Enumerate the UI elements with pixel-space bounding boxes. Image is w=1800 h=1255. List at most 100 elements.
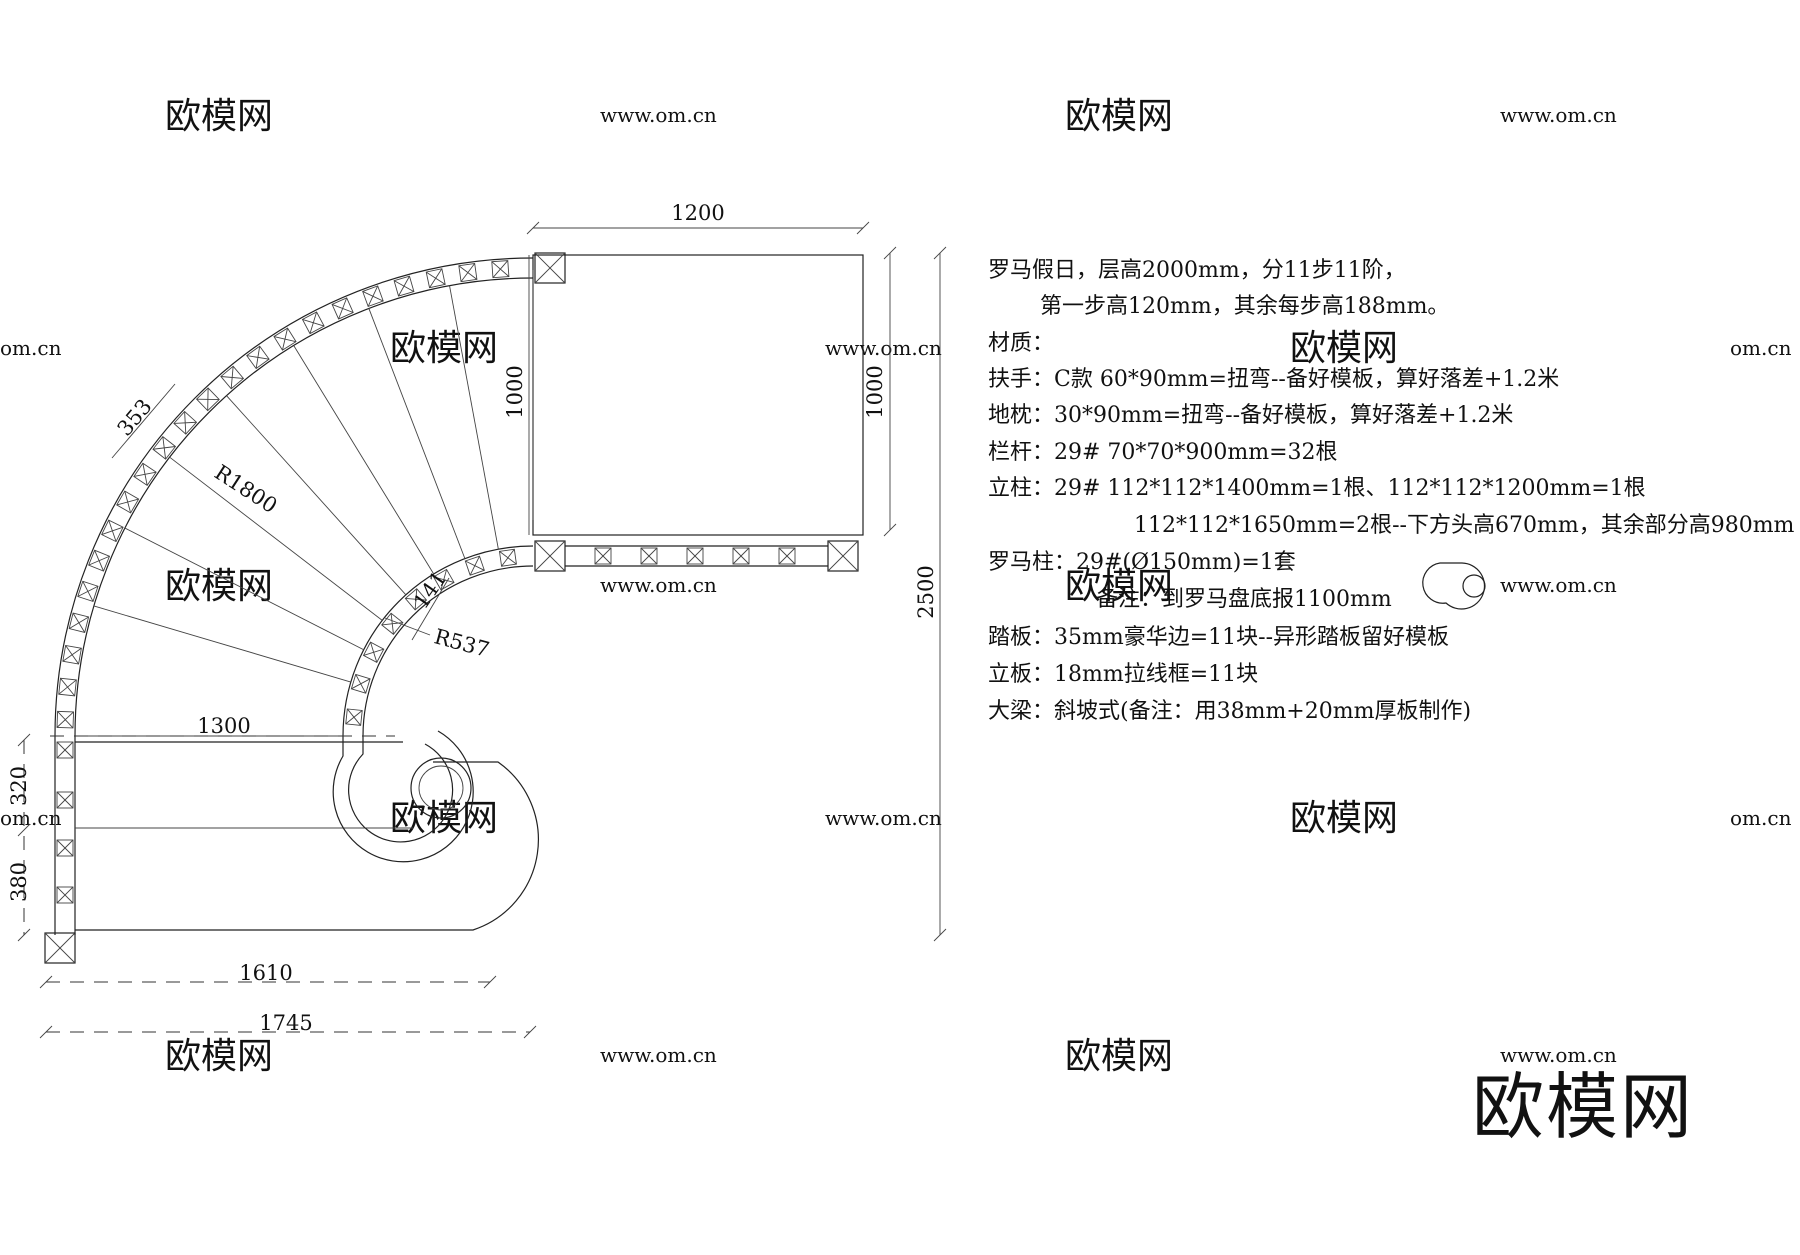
- baluster-post: [393, 275, 415, 297]
- inner-rail-end: [348, 736, 454, 843]
- dim-text-1610: 1610: [239, 961, 292, 985]
- baluster-post: [778, 547, 796, 565]
- baluster-post: [350, 673, 371, 694]
- tread-line: [293, 345, 435, 575]
- note-line-9: 罗马柱：29#(Ø150mm)=1套: [988, 550, 1296, 575]
- dim-text-1200: 1200: [671, 201, 724, 225]
- watermark-url: om.cn: [0, 336, 62, 360]
- baluster-post: [362, 641, 385, 664]
- note-line-10: 备注：到罗马盘底报1100mm: [1096, 587, 1392, 612]
- note-line-11: 踏板：35mm豪华边=11块--异形踏板留好模板: [988, 625, 1449, 650]
- baluster-post: [56, 741, 74, 759]
- baluster-post: [68, 612, 90, 634]
- watermark-layer: 欧模网 www.om.cn 欧模网 www.om.cn om.cn 欧模网 ww…: [0, 96, 1792, 1077]
- watermark-url: www.om.cn: [1500, 573, 1617, 597]
- baluster-post: [56, 791, 74, 809]
- watermark-url: www.om.cn: [600, 573, 717, 597]
- baluster-post: [173, 410, 198, 435]
- watermark-brand: 欧模网: [1065, 96, 1173, 137]
- dim-tick: [856, 221, 870, 235]
- watermark-brand: 欧模网: [165, 96, 273, 137]
- watermark-url: www.om.cn: [600, 103, 717, 127]
- baluster-post: [404, 588, 428, 611]
- dim-line-141: [411, 577, 450, 641]
- baluster-post: [491, 260, 510, 279]
- dim-text-320: 320: [7, 766, 31, 806]
- watermark-url: www.om.cn: [1500, 103, 1617, 127]
- watermark-brand: 欧模网: [1065, 1036, 1173, 1077]
- note-line-3: 材质：: [988, 331, 1054, 356]
- dim-tick: [883, 523, 897, 537]
- note-line-1: 罗马假日，层高2000mm，分11步11阶，: [988, 258, 1406, 283]
- stair-arc: [342, 545, 534, 737]
- material-notes: 罗马假日，层高2000mm，分11步11阶， 第一步高120mm，其余每步高18…: [988, 258, 1795, 724]
- dim-text-1000-right: 1000: [863, 365, 887, 418]
- stair-arc: [362, 565, 534, 737]
- baluster-post: [458, 263, 478, 283]
- watermark-brand: 欧模网: [165, 566, 273, 607]
- note-line-6: 栏杆：29# 70*70*900mm=32根: [988, 440, 1338, 465]
- baluster-post: [362, 285, 384, 308]
- baluster-post: [101, 519, 124, 543]
- baluster-post: [498, 548, 517, 567]
- newel-post-cross: [827, 540, 859, 572]
- watermark-brand: 欧模网: [1290, 798, 1398, 839]
- note-line-8: 112*112*1650mm=2根--下方头高670mm，其余部分高980mm: [1134, 513, 1795, 538]
- baluster-post: [732, 547, 750, 565]
- watermark-brand: 欧模网: [1065, 566, 1173, 607]
- note-line-13: 大梁：斜坡式(备注：用38mm+20mm厚板制作): [988, 699, 1471, 724]
- dim-text-2500: 2500: [914, 565, 938, 618]
- baluster-post: [133, 462, 157, 487]
- dim-text-380: 380: [7, 862, 31, 902]
- newel-post: [44, 932, 76, 964]
- newel-post: [534, 252, 566, 284]
- roman-column-inner: [418, 765, 464, 811]
- baluster-post: [246, 345, 270, 370]
- dim-tick: [526, 221, 540, 235]
- inner-rail-end: [332, 730, 474, 863]
- baluster-post: [56, 839, 74, 857]
- baluster-post: [88, 549, 111, 572]
- baluster-post: [56, 710, 75, 729]
- watermark-url: www.om.cn: [600, 1043, 717, 1067]
- dim-tick: [17, 733, 31, 747]
- bottom-step-curve: [75, 761, 539, 931]
- baluster-post: [273, 327, 297, 351]
- watermark-url: www.om.cn: [1500, 1043, 1617, 1067]
- baluster-post: [116, 490, 140, 514]
- baluster-post: [464, 555, 485, 576]
- dim-tick: [483, 975, 497, 989]
- tread-line: [368, 308, 466, 559]
- watermark-brand: 欧模网: [1290, 328, 1398, 369]
- newel-post-cross: [534, 252, 566, 284]
- baluster-post: [62, 644, 82, 665]
- dim-tick: [883, 246, 897, 260]
- dim-leader-r537: [384, 617, 431, 636]
- landing-platform: [532, 254, 864, 536]
- dim-tick: [17, 823, 31, 837]
- tread-line: [124, 527, 364, 651]
- baluster-post: [58, 677, 77, 697]
- baluster-post: [640, 547, 658, 565]
- tread-line: [449, 285, 499, 550]
- dim-text-1300: 1300: [197, 714, 250, 738]
- dim-tick: [39, 1025, 53, 1039]
- watermark-url: www.om.cn: [825, 336, 942, 360]
- watermark-url: om.cn: [1730, 336, 1792, 360]
- baluster-post: [432, 568, 455, 591]
- landing-outline: [532, 254, 864, 536]
- baluster-post: [56, 886, 74, 904]
- baluster-post: [594, 547, 612, 565]
- note-line-7: 立柱：29# 112*112*1400mm=1根、112*112*1200mm=…: [988, 476, 1646, 501]
- note-line-2: 第一步高120mm，其余每步高188mm。: [1040, 294, 1449, 319]
- baluster-post: [686, 547, 704, 565]
- note-line-5: 地枕：30*90mm=扭弯--备好模板，算好落差+1.2米: [988, 403, 1513, 428]
- dim-tick: [523, 1025, 537, 1039]
- note-line-12: 立板：18mm拉线框=11块: [988, 662, 1258, 687]
- dim-tick: [933, 246, 947, 260]
- spiral-stair: [44, 252, 859, 964]
- watermark-brand: 欧模网: [165, 1036, 273, 1077]
- baluster-post: [152, 436, 177, 460]
- corner-logo: 欧模网: [1472, 1065, 1694, 1149]
